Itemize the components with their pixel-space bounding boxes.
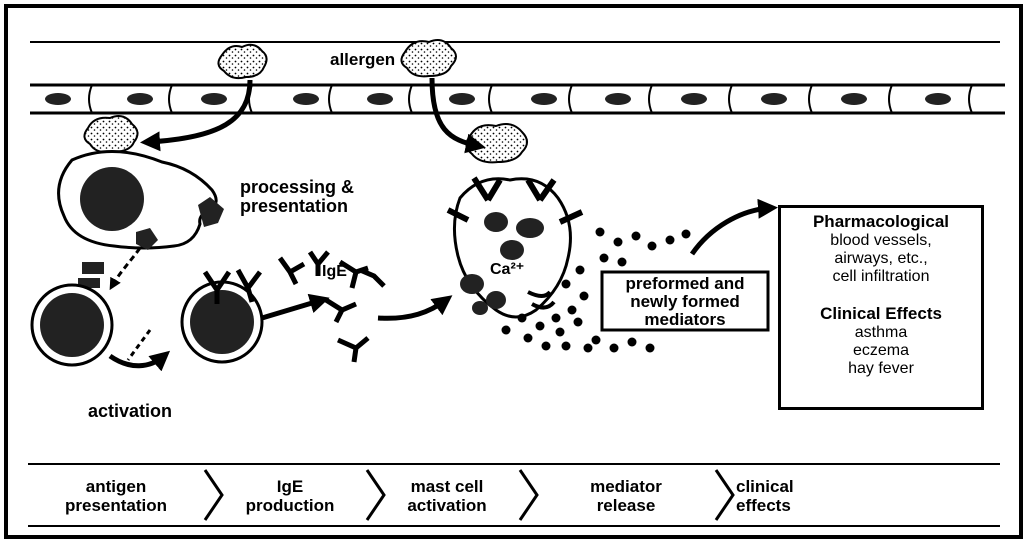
stage-line1: mast cell bbox=[411, 478, 484, 497]
epithelial-cell-border bbox=[329, 85, 332, 113]
stage-mediator-release: mediator release bbox=[540, 474, 712, 520]
activation-arrow bbox=[128, 330, 150, 360]
epithelial-cell-border bbox=[89, 85, 92, 113]
allergen-particle bbox=[218, 45, 266, 78]
epithelial-cell-nucleus bbox=[761, 93, 787, 105]
pharmacological-item: blood vessels, bbox=[781, 232, 981, 250]
mediator-granule bbox=[502, 326, 511, 335]
epithelial-cell-nucleus bbox=[201, 93, 227, 105]
mediator-granule bbox=[632, 232, 641, 241]
processing-label-line2: presentation bbox=[240, 197, 354, 216]
epithelial-cell-border bbox=[889, 85, 892, 113]
processing-label-line1: processing & bbox=[240, 178, 354, 197]
epithelial-cell-nucleus bbox=[293, 93, 319, 105]
mediator-granule bbox=[536, 322, 545, 331]
epithelial-cell-nucleus bbox=[841, 93, 867, 105]
epithelial-cell-border bbox=[409, 85, 412, 113]
stage-line2: activation bbox=[407, 497, 486, 516]
stage-line1: antigen bbox=[86, 478, 146, 497]
mediator-granule bbox=[524, 334, 533, 343]
mediator-granule bbox=[574, 318, 583, 327]
stage-mast-cell-activation: mast cell activation bbox=[376, 474, 518, 520]
mediators-label-line1: preformed and bbox=[604, 275, 766, 293]
clinical-item: asthma bbox=[781, 324, 981, 342]
clinical-heading: Clinical Effects bbox=[781, 304, 981, 324]
allergen-label: allergen bbox=[330, 51, 395, 69]
stage-line2: presentation bbox=[65, 497, 167, 516]
allergen-particle bbox=[84, 116, 137, 152]
activation-arrow bbox=[110, 356, 164, 366]
effects-box: Pharmacological blood vessels, airways, … bbox=[778, 205, 984, 410]
epithelial-cell-border bbox=[729, 85, 732, 113]
stage-line2: release bbox=[597, 497, 656, 516]
t-cell bbox=[32, 262, 112, 365]
epithelial-cell-nucleus bbox=[45, 93, 71, 105]
pharmacological-item: airways, etc., bbox=[781, 250, 981, 268]
sensitisation-arrow bbox=[378, 300, 446, 318]
epithelial-cell-nucleus bbox=[681, 93, 707, 105]
mediators-label-line2: newly formed bbox=[604, 293, 766, 311]
mediator-granule bbox=[556, 328, 565, 337]
mediator-granule bbox=[518, 314, 527, 323]
epithelial-cell-border bbox=[969, 85, 972, 113]
activation-label: activation bbox=[88, 402, 172, 421]
epithelial-cell-nucleus bbox=[449, 93, 475, 105]
clinical-item: hay fever bbox=[781, 360, 981, 378]
mediator-granule bbox=[628, 338, 637, 347]
mediator-granule bbox=[610, 344, 619, 353]
epithelial-cell-nucleus bbox=[925, 93, 951, 105]
stage-line1: mediator bbox=[590, 478, 662, 497]
mediator-granule bbox=[666, 236, 675, 245]
stage-line2: production bbox=[246, 497, 335, 516]
mediator-granule bbox=[682, 230, 691, 239]
mediators-label: preformed and newly formed mediators bbox=[604, 275, 766, 329]
stage-clinical-effects: clinical effects bbox=[736, 474, 876, 520]
mediator-granule bbox=[592, 336, 601, 345]
pharmacological-heading: Pharmacological bbox=[781, 212, 981, 232]
mediator-granule bbox=[618, 258, 627, 267]
mediator-granule bbox=[568, 306, 577, 315]
epithelium-layer bbox=[30, 85, 1005, 113]
epithelial-cell-nucleus bbox=[605, 93, 631, 105]
allergen-arrow bbox=[148, 80, 250, 142]
calcium-label: Ca²⁺ bbox=[490, 262, 524, 279]
epithelial-cell-nucleus bbox=[127, 93, 153, 105]
mediator-granule bbox=[614, 238, 623, 247]
mediator-granule bbox=[600, 254, 609, 263]
antigen-presenting-cell bbox=[59, 151, 224, 250]
epithelial-cell-nucleus bbox=[367, 93, 393, 105]
epithelial-cell-border bbox=[489, 85, 492, 113]
epithelial-cell-nucleus bbox=[531, 93, 557, 105]
epithelial-cell-border bbox=[569, 85, 572, 113]
stage-line2: effects bbox=[736, 497, 791, 516]
pharmacological-item: cell infiltration bbox=[781, 268, 981, 286]
mediator-granule bbox=[542, 342, 551, 351]
stage-line1: clinical bbox=[736, 478, 794, 497]
epithelial-cell-border bbox=[169, 85, 172, 113]
mediator-granule bbox=[648, 242, 657, 251]
epithelial-cell-border bbox=[649, 85, 652, 113]
ige-label: IgE bbox=[322, 264, 347, 281]
production-arrow bbox=[262, 300, 322, 318]
effects-arrow bbox=[692, 208, 770, 254]
epithelial-cell-border bbox=[809, 85, 812, 113]
mediator-granule bbox=[596, 228, 605, 237]
stage-antigen-presentation: antigen presentation bbox=[30, 474, 202, 520]
mediator-granule bbox=[576, 266, 585, 275]
mediators-label-line3: mediators bbox=[604, 311, 766, 329]
stage-ige-production: IgE production bbox=[214, 474, 366, 520]
allergen-particle bbox=[401, 40, 456, 76]
mediator-granule bbox=[562, 280, 571, 289]
processing-label: processing & presentation bbox=[240, 178, 354, 216]
mediator-granule bbox=[580, 292, 589, 301]
epithelial-cells bbox=[45, 85, 972, 113]
presentation-arrow bbox=[112, 248, 140, 286]
clinical-item: eczema bbox=[781, 342, 981, 360]
stage-line1: IgE bbox=[277, 478, 303, 497]
mediator-granule bbox=[584, 344, 593, 353]
mediator-granule bbox=[562, 342, 571, 351]
mediator-granule bbox=[552, 314, 561, 323]
mediator-granule bbox=[646, 344, 655, 353]
mast-cell bbox=[448, 178, 582, 317]
